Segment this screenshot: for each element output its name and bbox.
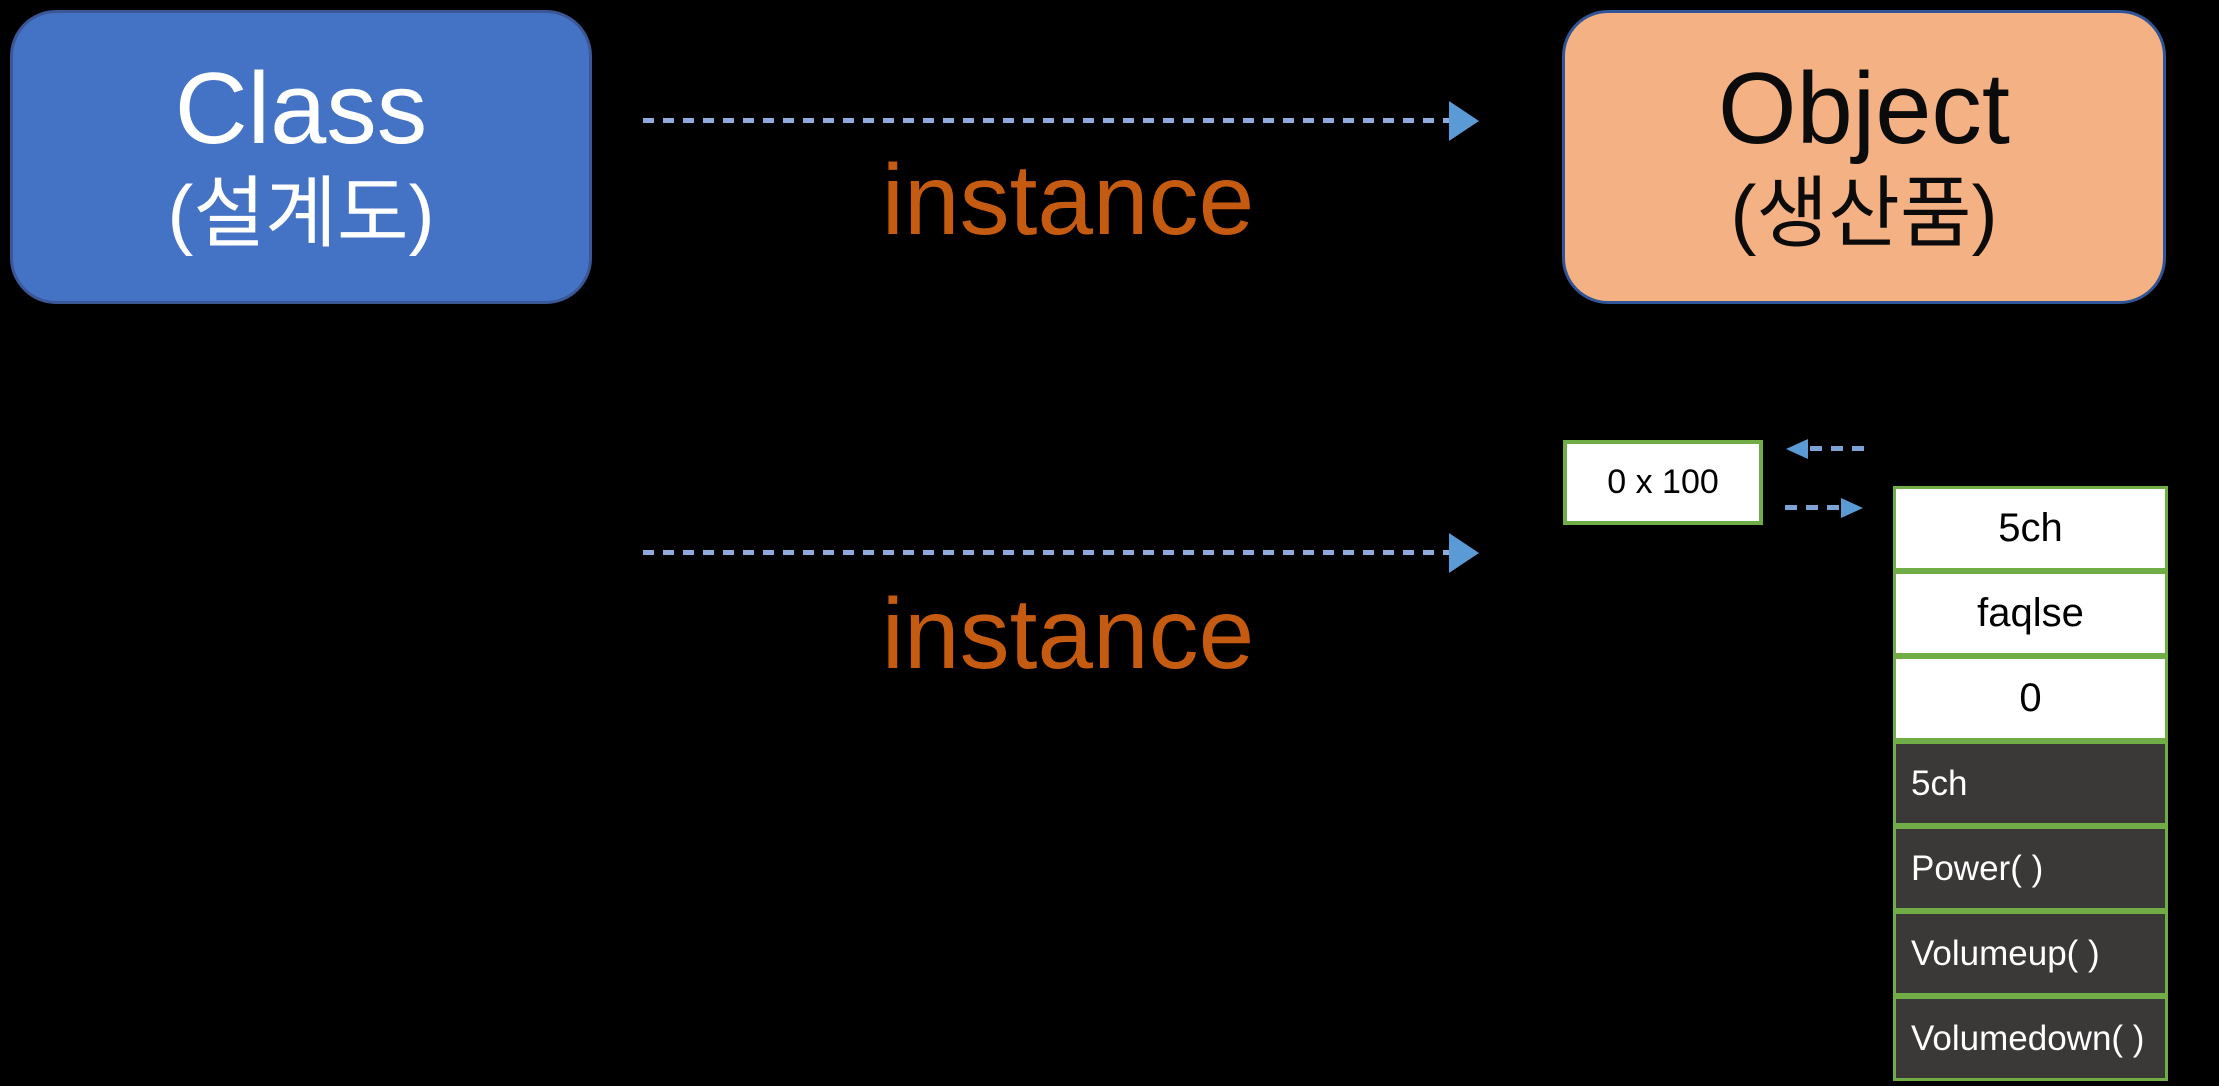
table-row-field: faqlse [1893, 571, 2168, 656]
instance-arrow-top-arrowhead-icon [1449, 101, 1479, 141]
instance-arrow-bottom-arrowhead-icon [1449, 533, 1479, 573]
instance-arrow-bottom-dashed-line [643, 550, 1449, 555]
table-row-method: Volumeup( ) [1893, 911, 2168, 996]
memory-address-box: 0 x 100 [1563, 440, 1763, 525]
table-row-field: 0 [1893, 656, 2168, 741]
instance-arrow-top-dashed-line [643, 118, 1449, 123]
pointer-arrow-right-dashed-line [1785, 505, 1841, 510]
object-members-table: 5ch faqlse 0 5ch Power( ) Volumeup( ) Vo… [1893, 486, 2168, 1081]
table-row-field: 5ch [1893, 486, 2168, 571]
class-box: Class (설계도) [10, 10, 592, 304]
table-row-method: Volumedown( ) [1893, 996, 2168, 1081]
pointer-arrow-right-icon [1841, 498, 1863, 518]
memory-address-value: 0 x 100 [1607, 463, 1719, 501]
class-box-subtitle: (설계도) [167, 169, 435, 257]
table-row-method: Power( ) [1893, 826, 2168, 911]
table-row-method: 5ch [1893, 741, 2168, 826]
class-box-title: Class [174, 53, 428, 165]
object-box-subtitle: (생산품) [1730, 169, 1998, 257]
object-box: Object (생산품) [1562, 10, 2166, 304]
instance-label-bottom: instance [881, 578, 1255, 690]
instance-label-top: instance [881, 144, 1255, 256]
pointer-arrow-left-icon [1786, 439, 1808, 459]
object-box-title: Object [1718, 53, 2010, 165]
pointer-arrow-left-dashed-line [1810, 446, 1866, 451]
